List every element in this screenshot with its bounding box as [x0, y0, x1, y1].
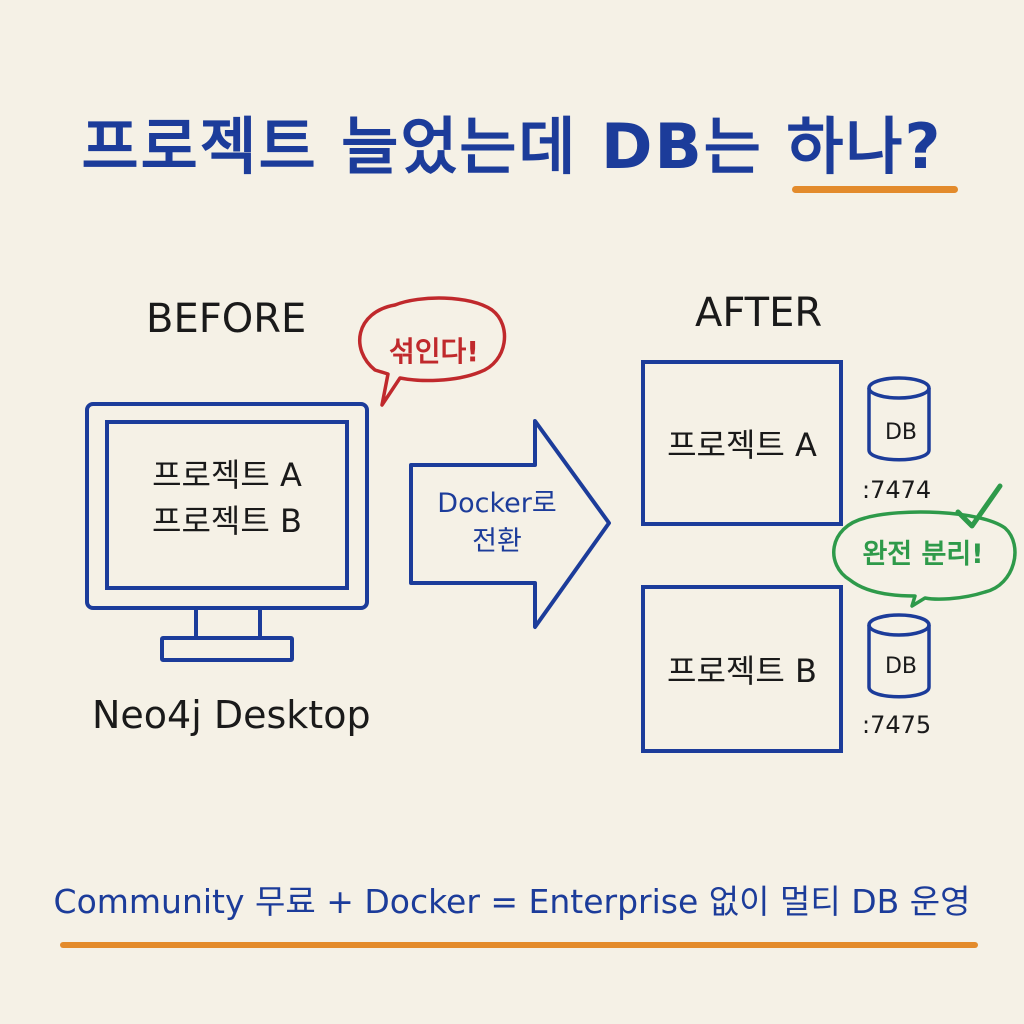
page-title: 프로젝트 늘었는데 DB는 하나? [81, 110, 943, 183]
separated-bubble-text: 완전 분리! [862, 539, 984, 570]
arrow-label-line2: 전환 [472, 526, 522, 557]
db-b-label: DB [884, 654, 918, 679]
database-icon [867, 613, 931, 699]
monitor-icon [85, 402, 369, 610]
before-label: BEFORE [146, 296, 307, 342]
mixed-bubble-text: 섞인다! [388, 335, 480, 368]
after-label: AFTER [695, 290, 823, 336]
desktop-caption: Neo4j Desktop [92, 693, 371, 737]
project-a-label: 프로젝트 A [667, 426, 817, 464]
db-a-label: DB [884, 420, 918, 445]
red-bubble-outline [358, 296, 507, 407]
monitor-project-list: 프로젝트 A 프로젝트 B [105, 452, 349, 544]
arrow-label-line1: Docker로 [437, 488, 557, 519]
title-underline [792, 186, 958, 193]
database-icon [867, 376, 931, 462]
monitor-neck [194, 610, 262, 638]
monitor-screen [105, 420, 349, 590]
monitor-base [160, 636, 294, 662]
port-a: :7474 [862, 476, 932, 504]
green-bubble-outline [832, 510, 1017, 608]
monitor-project-b: 프로젝트 B [152, 502, 302, 540]
port-b: :7475 [862, 711, 932, 739]
arrow-right-icon [409, 419, 611, 629]
monitor-project-a: 프로젝트 A [152, 456, 302, 494]
project-a-box: 프로젝트 A [641, 360, 843, 526]
footer-underline [60, 942, 978, 948]
project-b-box: 프로젝트 B [641, 585, 843, 753]
footer-summary: Community 무료 + Docker = Enterprise 없이 멀티… [53, 882, 971, 921]
arrow-label: Docker로 전환 [418, 485, 576, 561]
project-b-label: 프로젝트 B [667, 652, 817, 690]
checkmark-icon [955, 483, 1003, 529]
